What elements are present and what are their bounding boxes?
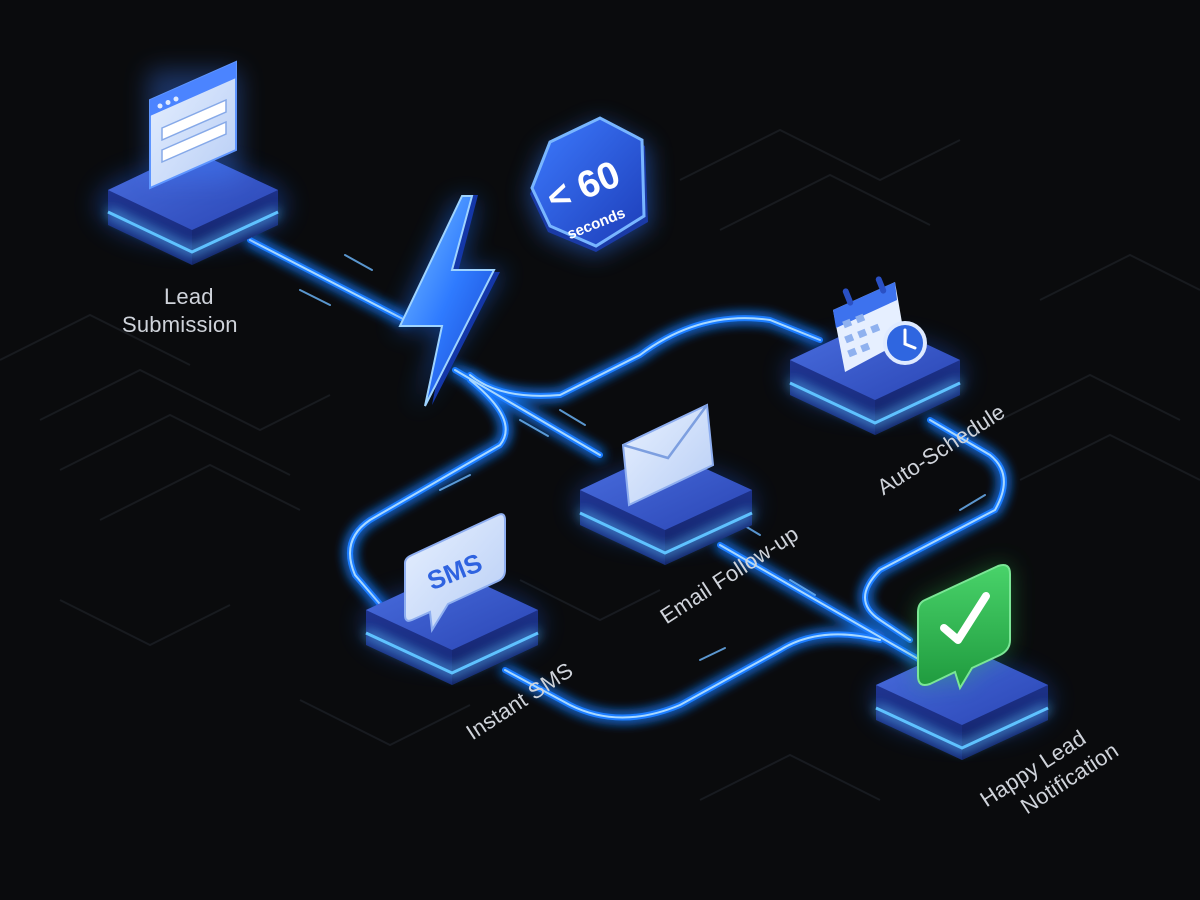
connection-lines (247, 237, 1007, 721)
label-lead-submission: Lead Submission (122, 283, 238, 338)
checkmark-badge-icon (917, 564, 1011, 691)
time-badge: < 60 seconds (528, 116, 650, 255)
lead-submission-node (97, 60, 287, 265)
label-lead-line1: Lead (164, 284, 214, 309)
sms-bubble-icon: SMS (404, 513, 506, 634)
instant-sms-node: SMS (362, 513, 542, 685)
clock-icon (883, 321, 927, 365)
lightning-bolt-icon (395, 195, 505, 410)
email-followup-node (575, 403, 755, 565)
form-window-icon (148, 60, 240, 190)
circuit-background (0, 128, 1200, 801)
line-bolt-to-schedule (467, 315, 823, 399)
envelope-icon (621, 403, 715, 507)
happy-lead-node (872, 564, 1052, 760)
label-lead-line2: Submission (122, 311, 238, 337)
auto-schedule-node (785, 276, 965, 435)
